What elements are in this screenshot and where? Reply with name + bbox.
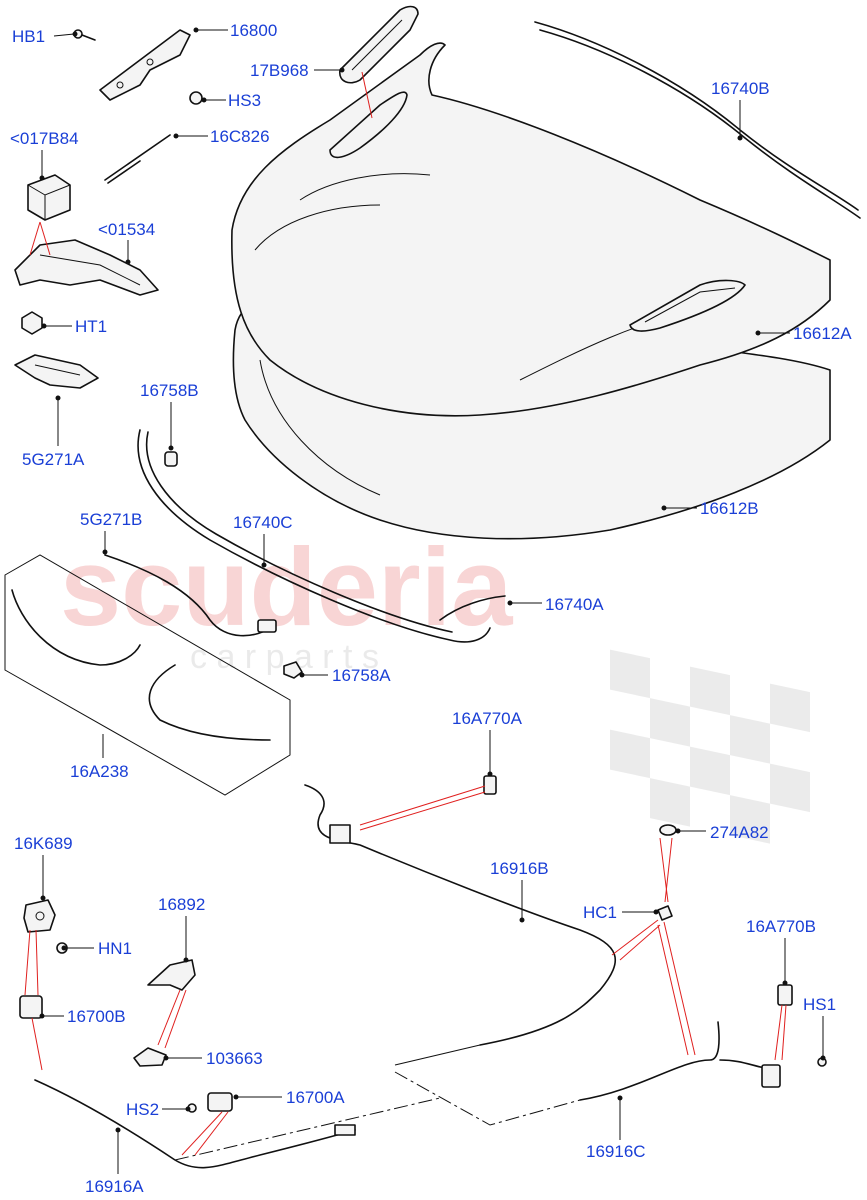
seal-kit-box	[4, 554, 291, 796]
label-017b84: <017B84	[10, 129, 79, 148]
bonnet-seal-rear	[534, 21, 861, 219]
label-16700a: 16700A	[286, 1088, 345, 1107]
cable-dash-line-left	[174, 1097, 441, 1161]
gas-strut-16c826	[104, 134, 171, 184]
label-274a82: 274A82	[710, 823, 769, 842]
grommet-274a82	[659, 824, 677, 836]
label-16a770a: 16A770A	[452, 709, 523, 728]
nut-ht1	[21, 311, 43, 335]
bumper-16758b	[164, 451, 178, 467]
label-5g271b: 5G271B	[80, 510, 142, 529]
bumper-16758a	[283, 661, 303, 679]
label-16758b: 16758B	[140, 381, 199, 400]
label-5g271a: 5G271A	[22, 450, 85, 469]
latch-16700a	[207, 1092, 233, 1112]
cable-dash-line	[394, 1071, 581, 1126]
label-hs2: HS2	[126, 1100, 159, 1119]
label-16740b: 16740B	[711, 79, 770, 98]
connector-16a770a	[483, 775, 497, 795]
latch-16700b	[19, 995, 43, 1019]
label-hs3: HS3	[228, 91, 261, 110]
latch-16k689	[23, 899, 56, 933]
label-16758a: 16758A	[332, 666, 391, 685]
clip-5g271a-part	[14, 354, 99, 389]
label-16892: 16892	[158, 895, 205, 914]
label-16612a: 16612A	[793, 324, 852, 343]
cover-103663	[133, 1047, 167, 1067]
release-cable-16916b	[304, 784, 617, 1066]
front-seal-16740c	[137, 429, 491, 643]
release-cable-16916c	[579, 1021, 781, 1101]
label-16916b: 16916B	[490, 859, 549, 878]
label-hc1: HC1	[583, 903, 617, 922]
label-16a238: 16A238	[70, 762, 129, 781]
label-01534: <01534	[98, 220, 155, 239]
label-17b968: 17B968	[250, 61, 309, 80]
latch-bracket-01534	[14, 239, 159, 296]
side-seal-16740a	[439, 595, 506, 621]
label-16740c: 16740C	[233, 513, 293, 532]
label-hn1: HN1	[98, 939, 132, 958]
red-leaders	[24, 71, 787, 1156]
watermark: scuderia c a r p a r t s	[60, 526, 810, 844]
label-16916a: 16916A	[85, 1177, 144, 1196]
label-hs1: HS1	[803, 995, 836, 1014]
bonnet-outer-panel	[231, 42, 831, 417]
release-cable-16916a	[34, 1079, 356, 1169]
clip-hc1	[657, 905, 673, 921]
bonnet-vent-right	[629, 279, 746, 332]
hinge-bracket-16800	[99, 29, 191, 101]
label-16c826: 16C826	[210, 127, 270, 146]
label-16800: 16800	[230, 21, 277, 40]
bracket-16892	[147, 959, 196, 991]
label-16700b: 16700B	[67, 1007, 126, 1026]
checker-flag	[610, 649, 810, 844]
label-16k689: 16K689	[14, 834, 73, 853]
buffer-017b84	[27, 174, 71, 221]
label-ht1: HT1	[75, 317, 107, 336]
label-16612b: 16612B	[700, 499, 759, 518]
vent-grille-part	[339, 5, 419, 84]
label-16a770b: 16A770B	[746, 917, 816, 936]
connector-16a770b	[777, 984, 793, 1006]
cable-5g271b	[104, 554, 277, 637]
label-16740a: 16740A	[545, 595, 604, 614]
label-103663: 103663	[206, 1049, 263, 1068]
label-16916c: 16916C	[586, 1142, 646, 1161]
nut-hs3	[189, 91, 203, 105]
label-hb1: HB1	[12, 27, 45, 46]
bonnet-vent-left	[329, 91, 408, 159]
